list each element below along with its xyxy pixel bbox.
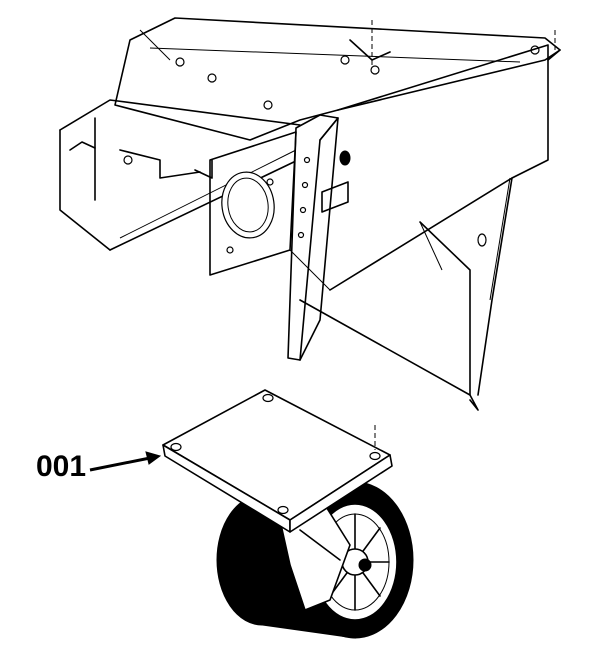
swivel-caster-icon [162,389,414,639]
frame-corner-icon [59,17,561,411]
callout-001-arrow [89,451,162,472]
callout-001-label: 001 [36,450,87,483]
